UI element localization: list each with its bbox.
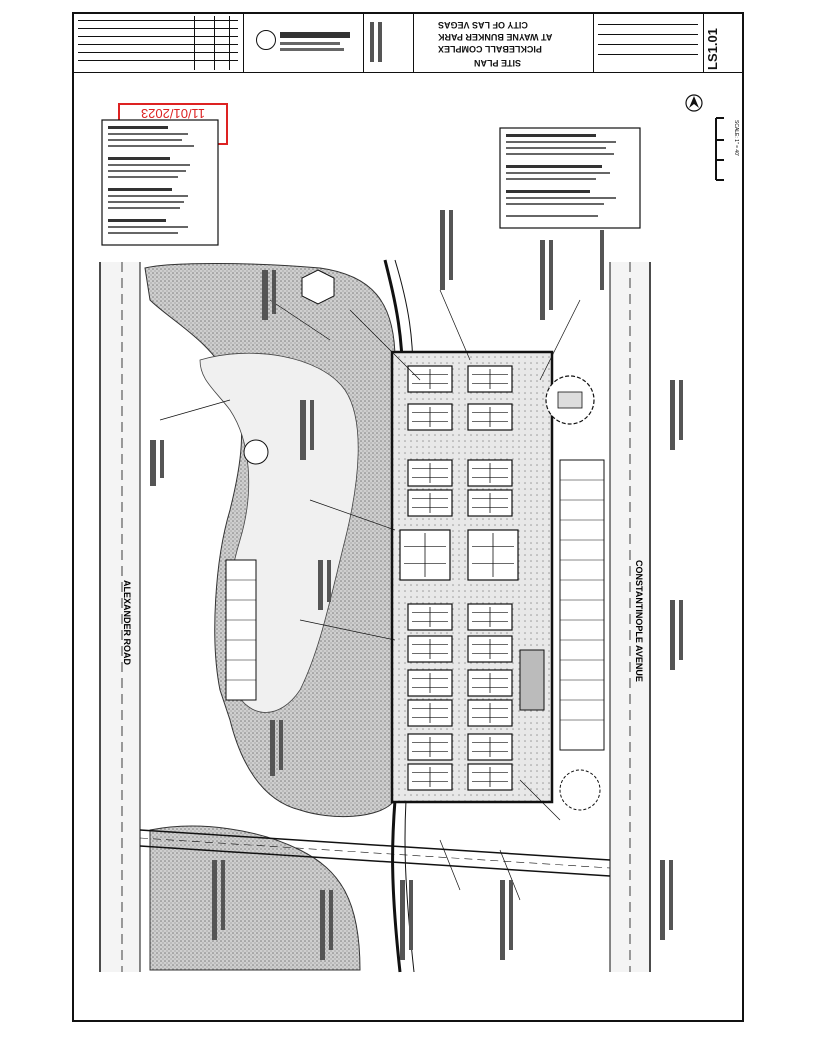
project-title-block: CITY OF LAS VEGAS AT WAYNE BUNKER PARK P… — [414, 14, 594, 72]
shade-structure — [519, 649, 545, 711]
proposed-parking — [559, 459, 605, 751]
drawing-sheet: CITY OF LAS VEGAS AT WAYNE BUNKER PARK P… — [72, 12, 744, 1022]
firm-logo-icon — [256, 30, 276, 50]
parking-notes-box — [101, 119, 219, 246]
court-group — [399, 365, 519, 791]
practice-court — [559, 769, 601, 811]
scale-bar — [715, 117, 724, 181]
issue-note-block — [364, 14, 414, 72]
north-arrow-icon — [685, 94, 703, 112]
constantinople-avenue — [609, 262, 651, 972]
firm-logo-block — [244, 14, 364, 72]
restroom-building — [545, 375, 595, 425]
title-block: CITY OF LAS VEGAS AT WAYNE BUNKER PARK P… — [74, 14, 742, 73]
alexander-road — [99, 262, 141, 972]
fence-notes-box — [499, 127, 641, 229]
lower-landscape — [149, 825, 361, 971]
gazebo-icon — [243, 439, 269, 465]
project-info-block — [594, 14, 704, 72]
existing-parking-lot — [225, 559, 257, 701]
alexander-road-label: ALEXANDER ROAD — [122, 580, 132, 666]
pavilion-icon — [301, 269, 335, 305]
constantinople-avenue-label: CONSTANTINOPLE AVENUE — [634, 560, 644, 682]
cross-street — [139, 829, 611, 877]
revision-table — [74, 14, 244, 72]
callout-text-blocks — [150, 210, 683, 960]
callout-leaders — [159, 289, 581, 901]
scale-label: SCALE: 1" = 40' — [733, 120, 739, 156]
